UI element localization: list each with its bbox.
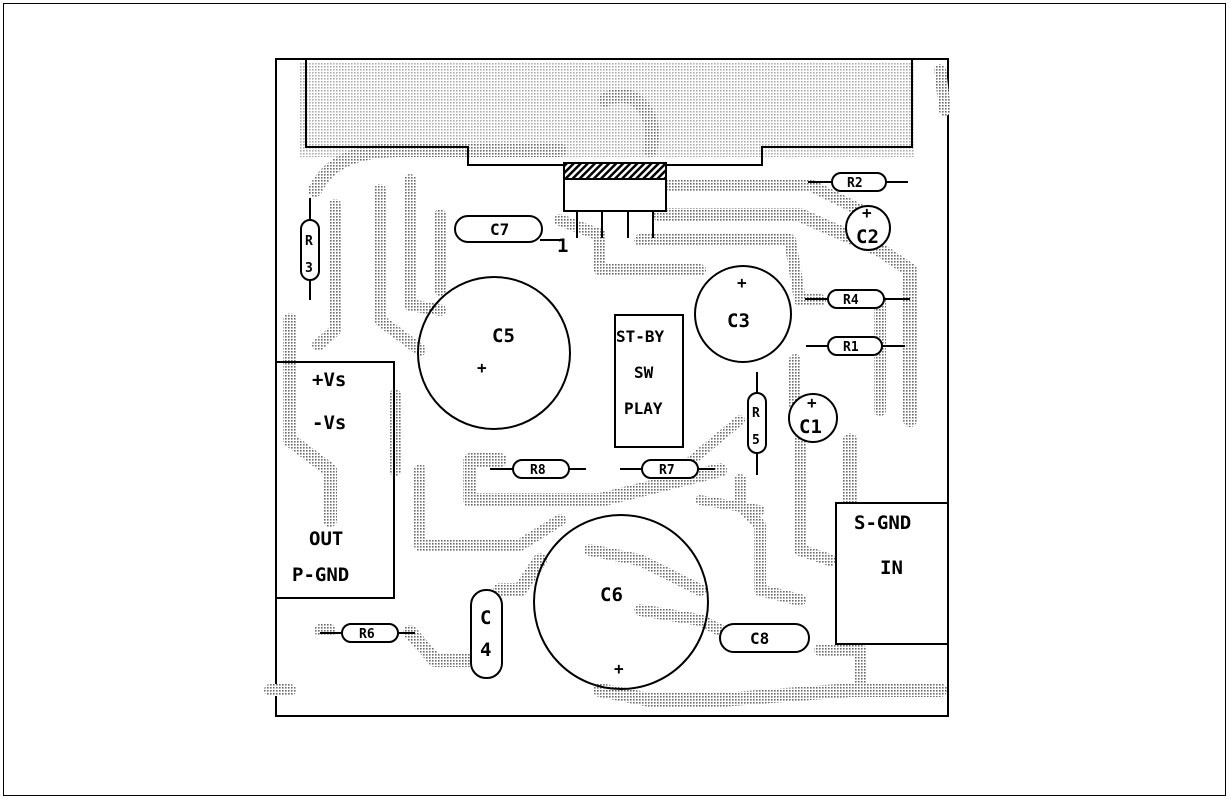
vs-pos-label: +Vs [312, 369, 346, 391]
capacitor-c7: C7 [454, 215, 560, 243]
r5-label-b: 5 [752, 433, 760, 448]
out-label: OUT [309, 528, 343, 550]
c5-polarity: + [477, 358, 487, 377]
c3-polarity: + [737, 273, 747, 292]
capacitor-c6: C6 + [533, 514, 709, 690]
input-connector: S-GND IN [835, 502, 949, 645]
resistor-r4: R4 [805, 289, 910, 309]
resistor-r2: R2 [808, 172, 908, 192]
capacitor-c5: C5 + [417, 276, 571, 430]
c2-polarity: + [862, 203, 872, 222]
r6-label: R6 [359, 627, 375, 642]
switch-label-2: SW [634, 363, 654, 382]
c1-label: C1 [799, 416, 822, 438]
capacitor-c2: + C2 [845, 203, 891, 251]
capacitor-c1: + C1 [788, 393, 838, 443]
pgnd-label: P-GND [292, 564, 349, 586]
outer-frame [3, 3, 1226, 796]
vs-neg-label: -Vs [312, 412, 346, 434]
r3-label-b: 3 [305, 261, 313, 276]
r3-label-a: R [305, 234, 313, 249]
capacitor-c4: C 4 [470, 589, 503, 679]
r1-label: R1 [843, 340, 859, 355]
r5-label-a: R [752, 406, 760, 421]
resistor-r8: R8 [490, 459, 586, 479]
capacitor-c8: C8 [719, 623, 810, 653]
capacitor-c3: + C3 [694, 265, 792, 363]
c7-label: C7 [490, 220, 509, 239]
c4-label-b: 4 [480, 639, 491, 661]
ic-amplifier [563, 162, 667, 238]
r8-label: R8 [530, 463, 546, 478]
c6-polarity: + [614, 659, 624, 678]
c3-label: C3 [727, 310, 750, 332]
c8-label: C8 [750, 629, 769, 648]
in-label: IN [880, 557, 903, 579]
ic-tab [563, 162, 667, 180]
c6-label: C6 [600, 584, 623, 606]
ic-body [563, 178, 667, 212]
r2-label: R2 [847, 176, 863, 191]
r4-label: R4 [843, 293, 859, 308]
r7-label: R7 [659, 463, 675, 478]
copper-traces [264, 62, 951, 707]
resistor-r7: R7 [620, 459, 715, 479]
ic-pin1-label: 1 [557, 235, 568, 257]
standby-switch: ST-BY SW PLAY [614, 314, 684, 448]
power-connector: +Vs -Vs OUT P-GND [275, 361, 395, 599]
resistor-r1: R1 [806, 336, 905, 356]
c4-label-a: C [480, 607, 491, 629]
sgnd-label: S-GND [854, 512, 911, 534]
switch-label-1: ST-BY [616, 327, 665, 346]
c2-label: C2 [856, 226, 879, 248]
resistor-r3: R 3 [300, 198, 320, 300]
switch-label-3: PLAY [624, 399, 663, 418]
resistor-r6: R6 [320, 623, 415, 643]
resistor-r5: R 5 [747, 372, 767, 475]
c5-label: C5 [492, 325, 515, 347]
c1-polarity: + [807, 393, 817, 412]
heatsink-copper [300, 62, 915, 157]
